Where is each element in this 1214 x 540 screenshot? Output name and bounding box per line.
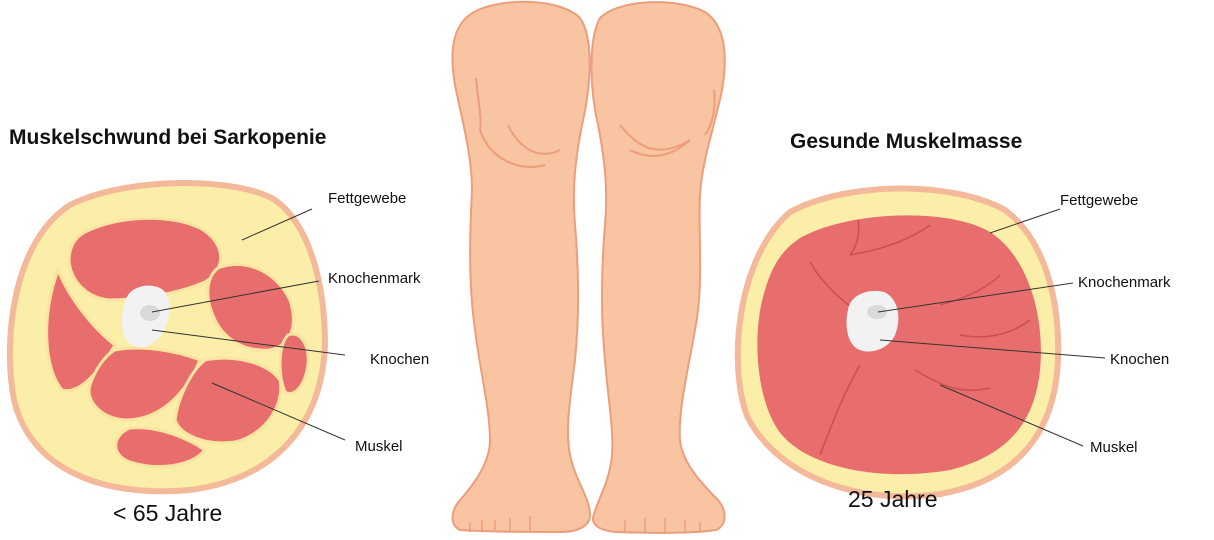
- left-label-marrow: Knochenmark: [328, 270, 421, 287]
- left-age: < 65 Jahre: [113, 500, 222, 527]
- left-label-muscle: Muskel: [355, 438, 403, 455]
- left-marrow: [140, 305, 160, 321]
- legs-illustration: [452, 2, 724, 533]
- right-muscle-group: [757, 215, 1041, 474]
- right-label-fat: Fettgewebe: [1060, 192, 1138, 209]
- left-label-bone: Knochen: [370, 351, 429, 368]
- right-marrow: [867, 305, 887, 319]
- right-label-bone: Knochen: [1110, 351, 1169, 368]
- right-leg: [592, 2, 725, 533]
- right-thigh-cross-section: [738, 189, 1105, 497]
- left-leg: [452, 2, 590, 532]
- left-thigh-cross-section: [10, 183, 345, 491]
- right-label-muscle: Muskel: [1090, 439, 1138, 456]
- left-title: Muskelschwund bei Sarkopenie: [9, 126, 326, 150]
- right-label-marrow: Knochenmark: [1078, 274, 1171, 291]
- right-title: Gesunde Muskelmasse: [790, 130, 1022, 154]
- left-label-fat: Fettgewebe: [328, 190, 406, 207]
- right-age: 25 Jahre: [848, 486, 938, 513]
